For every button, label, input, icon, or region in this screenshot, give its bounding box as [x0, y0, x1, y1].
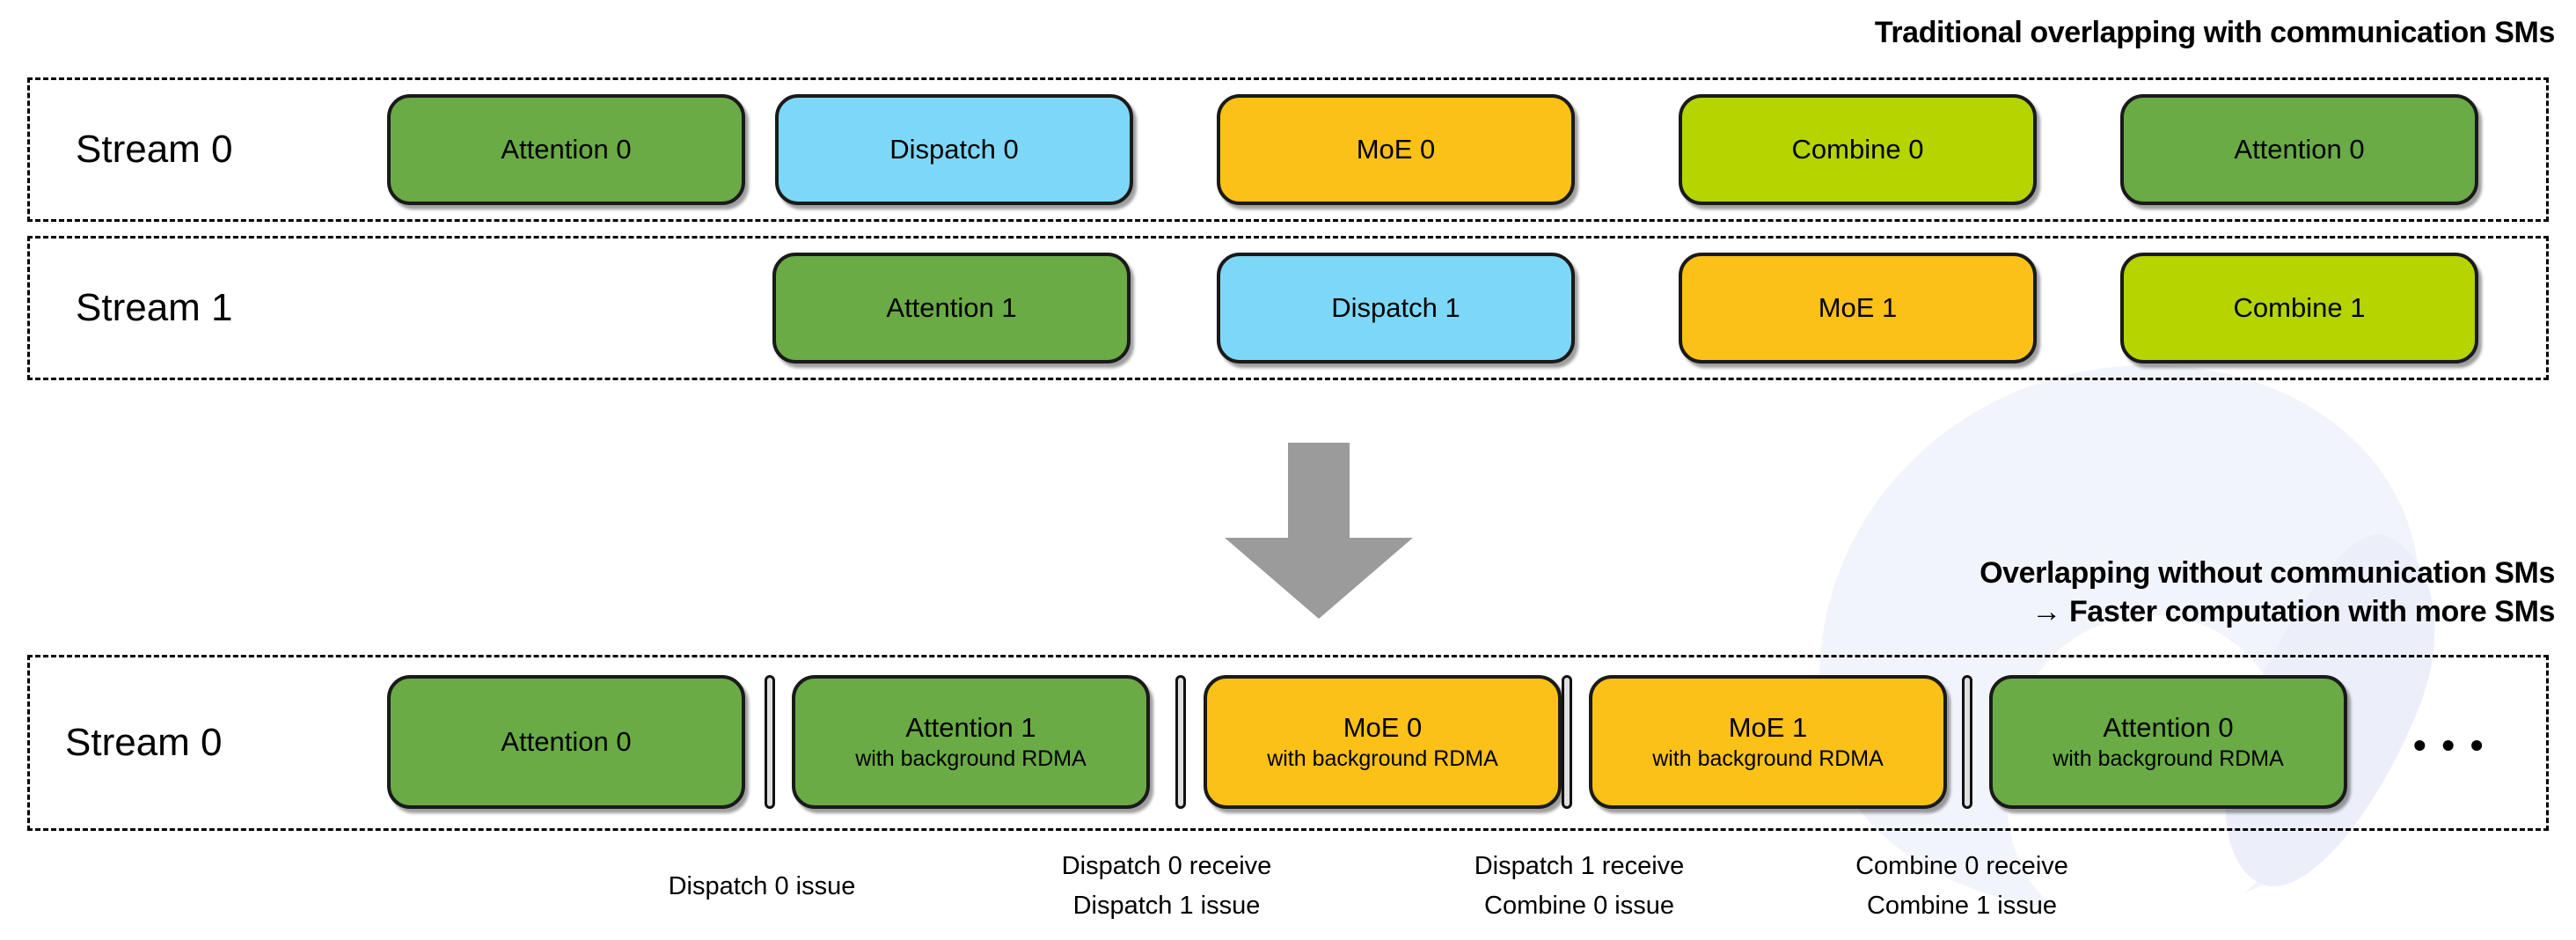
- task-box-attention-0-opt0[interactable]: Attention 0: [387, 675, 745, 809]
- task-box-attention-0-r0[interactable]: Attention 0: [387, 94, 745, 205]
- task-box-attention-0-opt4[interactable]: Attention 0 with background RDMA: [1989, 675, 2347, 809]
- task-box-attention-1-opt1[interactable]: Attention 1 with background RDMA: [792, 675, 1150, 809]
- task-box-title: Attention 0: [501, 133, 632, 165]
- annotation-line: Dispatch 0 issue: [668, 872, 856, 900]
- task-box-dispatch-1-r1[interactable]: Dispatch 1: [1217, 253, 1575, 364]
- stream-label-0: Stream 0: [76, 128, 233, 171]
- task-box-moe-1-r1[interactable]: MoE 1: [1679, 253, 2037, 364]
- task-box-title: Attention 1: [886, 291, 1017, 323]
- task-box-dispatch-0-r0[interactable]: Dispatch 0: [775, 94, 1133, 205]
- task-box-attention-0-r0[interactable]: Attention 0: [2120, 94, 2478, 205]
- task-box-title: MoE 1: [1818, 291, 1898, 323]
- annotation-line: Combine 0 issue: [1484, 891, 1674, 920]
- task-box-title: MoE 0: [1356, 133, 1436, 165]
- task-box-title: Combine 1: [2233, 291, 2366, 323]
- stream-label-optimized-0: Stream 0: [65, 721, 223, 764]
- task-box-title: Dispatch 0: [889, 133, 1019, 165]
- bottom-section-heading: Overlapping without communication SMs → …: [1980, 554, 2555, 631]
- top-section-heading: Traditional overlapping with communicati…: [1874, 16, 2556, 49]
- task-box-title: Attention 0: [2234, 133, 2365, 165]
- task-box-subtitle: with background RDMA: [855, 746, 1087, 772]
- task-box-moe-0-opt2[interactable]: MoE 0 with background RDMA: [1204, 675, 1562, 809]
- continuation-ellipsis: • • •: [2413, 724, 2486, 766]
- annotation-line: Combine 1 issue: [1866, 891, 2057, 920]
- task-box-subtitle: with background RDMA: [1652, 746, 1884, 772]
- task-box-subtitle: with background RDMA: [2053, 746, 2284, 772]
- task-box-title: MoE 1: [1728, 711, 1808, 743]
- annotation-line: Dispatch 1 issue: [1072, 891, 1261, 920]
- task-box-title: Attention 0: [2103, 711, 2234, 743]
- task-box-combine-1-r1[interactable]: Combine 1: [2120, 253, 2478, 364]
- annotation-line: Dispatch 1 receive: [1474, 852, 1685, 880]
- task-box-title: MoE 0: [1343, 711, 1423, 743]
- task-box-title: Dispatch 1: [1331, 291, 1460, 323]
- task-box-subtitle: with background RDMA: [1267, 746, 1498, 772]
- stream-row-traditional-0: Stream 0 Attention 0 Dispatch 0 MoE 0 Combi…: [27, 77, 2549, 222]
- stream-row-traditional-1: Stream 1 Attention 1 Dispatch 1 MoE 1 Combi…: [27, 236, 2549, 380]
- bottom-heading-line-2: → Faster computation with more SMs: [2031, 594, 2555, 628]
- task-box-combine-0-r0[interactable]: Combine 0: [1679, 94, 2037, 205]
- box-separator-bar: [1962, 675, 1972, 809]
- timeline-annotation-0: Dispatch 0 issue: [669, 867, 856, 907]
- box-separator-bar: [765, 675, 775, 809]
- down-arrow-icon: [1225, 443, 1413, 619]
- stream-label-1: Stream 1: [76, 286, 233, 329]
- bottom-heading-line-1: Overlapping without communication SMs: [1980, 556, 2555, 590]
- task-box-title: Combine 0: [1791, 133, 1924, 165]
- task-box-attention-1-r1[interactable]: Attention 1: [772, 253, 1131, 364]
- task-box-moe-1-opt3[interactable]: MoE 1 with background RDMA: [1589, 675, 1947, 809]
- task-box-title: Attention 0: [501, 725, 632, 757]
- annotation-line: Dispatch 0 receive: [1061, 852, 1272, 880]
- task-box-moe-0-r0[interactable]: MoE 0: [1217, 94, 1575, 205]
- box-separator-bar: [1175, 675, 1186, 809]
- annotation-line: Combine 0 receive: [1855, 852, 2068, 880]
- box-separator-bar: [1562, 675, 1572, 809]
- task-box-title: Attention 1: [905, 711, 1036, 743]
- stream-row-optimized-0: Stream 0 Attention 0 Attention 1 with back…: [27, 655, 2549, 831]
